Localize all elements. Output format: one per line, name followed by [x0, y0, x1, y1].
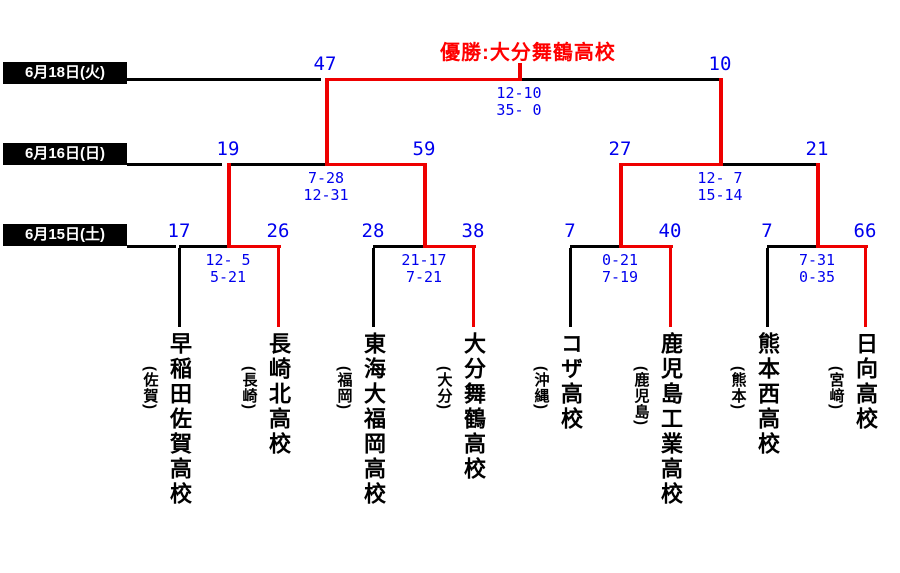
half-score-line: 0-35 [798, 268, 836, 286]
team-leg [569, 248, 572, 327]
match-line-right-final [519, 78, 723, 81]
team-prefecture: (熊本) [729, 366, 747, 410]
round-date-label: 6月18日(火) [3, 62, 127, 84]
team-name: 鹿児島工業高校 [658, 332, 683, 507]
team-leg [178, 248, 181, 327]
score-right: 66 [853, 220, 877, 242]
champion-title: 優勝:大分舞鶴高校 [440, 42, 616, 64]
team-name: 熊本西高校 [755, 332, 780, 457]
team-name: 大分舞鶴高校 [461, 332, 486, 482]
half-score-line: 12- 7 [697, 169, 743, 187]
winner-riser [518, 63, 522, 81]
match-line-right-semifinal [720, 163, 820, 166]
match-line-right-first-round [817, 245, 868, 248]
team-leg [766, 248, 769, 327]
score-right: 10 [708, 53, 732, 75]
match-line-left-first-round [373, 245, 426, 248]
team-leg [372, 248, 375, 327]
team-prefecture: (長崎) [240, 366, 258, 410]
score-left: 7 [564, 220, 576, 242]
team-prefecture: (佐賀) [141, 366, 159, 410]
team-leg [277, 248, 280, 327]
winner-riser [325, 78, 329, 166]
round-date-label: 6月16日(日) [3, 143, 127, 165]
match-line-left-first-round [179, 245, 230, 248]
winner-riser [816, 163, 820, 248]
match-line-left-first-round [767, 245, 819, 248]
team-name: コザ高校 [558, 332, 583, 432]
score-right: 40 [658, 220, 682, 242]
score-left: 19 [216, 138, 240, 160]
team-prefecture: (鹿児島) [632, 366, 650, 426]
half-score-line: 12- 5 [205, 251, 251, 269]
team-prefecture: (大分) [435, 366, 453, 410]
half-score-line: 12-31 [303, 186, 349, 204]
round-date-label: 6月15日(土) [3, 224, 127, 246]
team-leg [472, 248, 475, 327]
winner-riser [719, 78, 723, 166]
match-line-right-semifinal [326, 163, 427, 166]
score-left: 28 [361, 220, 385, 242]
round-ruler-line [127, 78, 321, 81]
score-left: 17 [167, 220, 191, 242]
team-leg [864, 248, 867, 327]
match-line-right-first-round [424, 245, 476, 248]
score-right: 59 [412, 138, 436, 160]
winner-riser [227, 163, 231, 248]
half-score-line: 7-31 [798, 251, 836, 269]
score-left: 27 [608, 138, 632, 160]
half-score-line: 7-28 [307, 169, 345, 187]
match-line-right-first-round [228, 245, 281, 248]
team-prefecture: (宮﨑) [827, 366, 845, 410]
match-line-right-first-round [620, 245, 673, 248]
team-name: 東海大福岡高校 [361, 332, 386, 507]
score-left: 47 [313, 53, 337, 75]
team-prefecture: (沖縄) [532, 366, 550, 410]
match-line-left-first-round [570, 245, 622, 248]
half-score-line: 15-14 [697, 186, 743, 204]
half-score-line: 21-17 [401, 251, 447, 269]
score-right: 21 [805, 138, 829, 160]
round-ruler-line [127, 163, 222, 166]
winner-riser [423, 163, 427, 248]
half-score-line: 12-10 [496, 84, 542, 102]
score-right: 38 [461, 220, 485, 242]
score-left: 7 [761, 220, 773, 242]
half-score-line: 35- 0 [496, 101, 542, 119]
match-line-left-final [325, 78, 521, 81]
half-score-line: 7-19 [601, 268, 639, 286]
team-prefecture: (福岡) [335, 366, 353, 410]
team-name: 長崎北高校 [266, 332, 291, 457]
match-line-left-semifinal [620, 163, 722, 166]
winner-riser [619, 163, 623, 248]
half-score-line: 7-21 [405, 268, 443, 286]
team-leg [669, 248, 672, 327]
team-name: 早稲田佐賀高校 [167, 332, 192, 507]
round-ruler-line [127, 245, 176, 248]
score-right: 26 [266, 220, 290, 242]
match-line-left-semifinal [228, 163, 328, 166]
half-score-line: 5-21 [209, 268, 247, 286]
team-name: 日向高校 [853, 332, 878, 432]
half-score-line: 0-21 [601, 251, 639, 269]
